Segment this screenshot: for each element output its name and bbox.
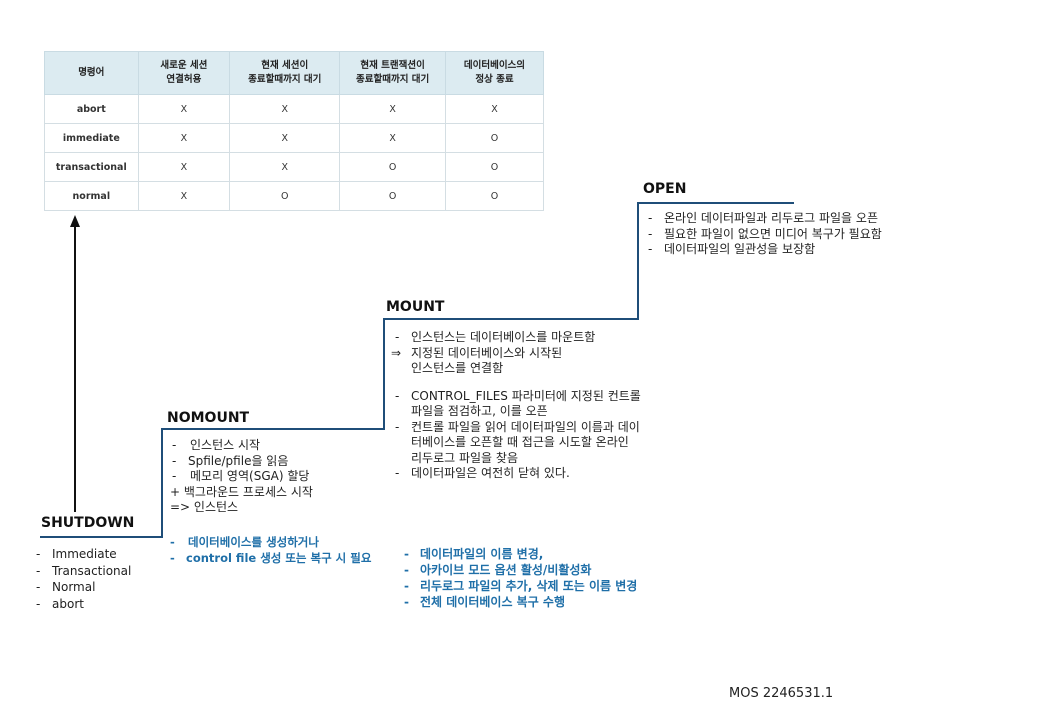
table-cell: X xyxy=(137,152,231,182)
list-item: 컨트롤 파일을 읽어 데이터파일의 이름과 데이터베이스를 오픈할 때 접근을 … xyxy=(393,420,643,467)
column-header-new-session: 새로운 세션 연결허용 xyxy=(137,51,231,95)
double-arrow-icon: ⇒ xyxy=(391,345,402,360)
column-header-command: 명령어 xyxy=(44,51,139,95)
column-header-wait-transaction: 현재 트랜잭션이 종료할때까지 대기 xyxy=(339,51,446,95)
table-cell: X xyxy=(229,152,341,182)
table-row: transactional X X O O xyxy=(44,152,545,182)
nomount-description: 인스턴스 시작 Spfile/pfile을 읽음 메모리 영역(SGA) 할당 … xyxy=(170,438,385,516)
list-item: control file 생성 또는 복구 시 필요 xyxy=(168,551,398,567)
list-item: 인스턴스 시작 xyxy=(170,438,385,454)
mount-control-file-list: CONTROL_FILES 파라미터에 지정된 컨트롤 파일을 점검하고, 이를… xyxy=(393,389,643,482)
nomount-title: NOMOUNT xyxy=(167,410,250,426)
command-name-cell: transactional xyxy=(44,152,139,182)
nomount-usage-list: 데이터베이스를 생성하거나 control file 생성 또는 복구 시 필요 xyxy=(168,535,398,566)
table-cell: X xyxy=(444,94,545,124)
list-item: Transactional xyxy=(34,563,164,580)
mount-connect-text-2: 인스턴스를 연결함 xyxy=(411,361,504,375)
column-header-clean-shutdown: 데이터베이스의 정상 종료 xyxy=(444,51,545,95)
list-item: 데이터파일의 이름 변경, xyxy=(402,546,642,562)
list-item: 리두로그 파일의 추가, 삭제 또는 이름 변경 xyxy=(402,578,642,594)
list-item: 온라인 데이터파일과 리두로그 파일을 오픈 xyxy=(646,211,896,227)
shutdown-command-table: 명령어 새로운 세션 연결허용 현재 세션이 종료할때까지 대기 현재 트랜잭션… xyxy=(44,51,545,211)
table-cell: O xyxy=(229,181,341,211)
table-cell: X xyxy=(229,123,341,153)
shutdown-mode-list: Immediate Transactional Normal abort xyxy=(34,546,164,612)
list-item: Spfile/pfile을 읽음 xyxy=(170,454,385,470)
table-cell: X xyxy=(137,181,231,211)
nomount-result-line: => 인스턴스 xyxy=(170,500,239,514)
shutdown-arrow-head xyxy=(70,215,80,227)
table-cell: O xyxy=(339,152,446,182)
open-title: OPEN xyxy=(643,181,687,197)
table-cell: X xyxy=(137,123,231,153)
shutdown-title: SHUTDOWN xyxy=(41,515,135,531)
list-item: 데이터파일은 여전히 닫혀 있다. xyxy=(393,466,643,482)
mount-connect-text: 지정된 데이터베이스와 시작된 xyxy=(411,345,563,360)
nomount-background-line: + 백그라운드 프로세스 시작 xyxy=(170,484,313,499)
table-row: normal X O O O xyxy=(44,181,545,211)
list-item: Immediate xyxy=(34,546,164,563)
table-header-row: 명령어 새로운 세션 연결허용 현재 세션이 종료할때까지 대기 현재 트랜잭션… xyxy=(44,51,545,95)
table-row: abort X X X X xyxy=(44,94,545,124)
command-name-cell: normal xyxy=(44,181,139,211)
command-name-cell: immediate xyxy=(44,123,139,153)
mount-usage-list: 데이터파일의 이름 변경, 아카이브 모드 옵션 활성/비활성화 리두로그 파일… xyxy=(402,546,642,610)
list-item: CONTROL_FILES 파라미터에 지정된 컨트롤 파일을 점검하고, 이를… xyxy=(393,389,643,420)
table-cell: O xyxy=(339,181,446,211)
table-row: immediate X X X O xyxy=(44,123,545,153)
list-item: 데이터베이스를 생성하거나 xyxy=(168,535,398,551)
table-cell: X xyxy=(229,94,341,124)
nomount-step-list: 인스턴스 시작 Spfile/pfile을 읽음 메모리 영역(SGA) 할당 xyxy=(170,438,385,485)
mount-connect-line: ⇒ 지정된 데이터베이스와 시작된 xyxy=(391,345,643,362)
table-cell: O xyxy=(444,152,545,182)
list-item: 데이터파일의 일관성을 보장함 xyxy=(646,242,896,258)
mount-step-list: 인스턴스는 데이터베이스를 마운트함 xyxy=(393,330,643,346)
column-header-wait-session: 현재 세션이 종료할때까지 대기 xyxy=(229,51,341,95)
table-cell: X xyxy=(339,123,446,153)
open-step-list: 온라인 데이터파일과 리두로그 파일을 오픈 필요한 파일이 없으면 미디어 복… xyxy=(646,211,896,258)
table-cell: X xyxy=(339,94,446,124)
command-name-cell: abort xyxy=(44,94,139,124)
list-item: 아카이브 모드 옵션 활성/비활성화 xyxy=(402,562,642,578)
list-item: Normal xyxy=(34,579,164,596)
list-item: 전체 데이터베이스 복구 수행 xyxy=(402,594,642,610)
table-cell: O xyxy=(444,123,545,153)
staircase-line xyxy=(40,202,794,538)
table-cell: O xyxy=(444,181,545,211)
list-item: 필요한 파일이 없으면 미디어 복구가 필요함 xyxy=(646,227,896,243)
mount-title: MOUNT xyxy=(386,299,445,315)
list-item: 메모리 영역(SGA) 할당 xyxy=(170,469,385,485)
list-item: 인스턴스는 데이터베이스를 마운트함 xyxy=(393,330,643,346)
footnote-reference: MOS 2246531.1 xyxy=(729,686,834,701)
list-item: abort xyxy=(34,596,164,613)
table-cell: X xyxy=(137,94,231,124)
mount-description: 인스턴스는 데이터베이스를 마운트함 ⇒ 지정된 데이터베이스와 시작된 인스턴… xyxy=(391,330,643,482)
